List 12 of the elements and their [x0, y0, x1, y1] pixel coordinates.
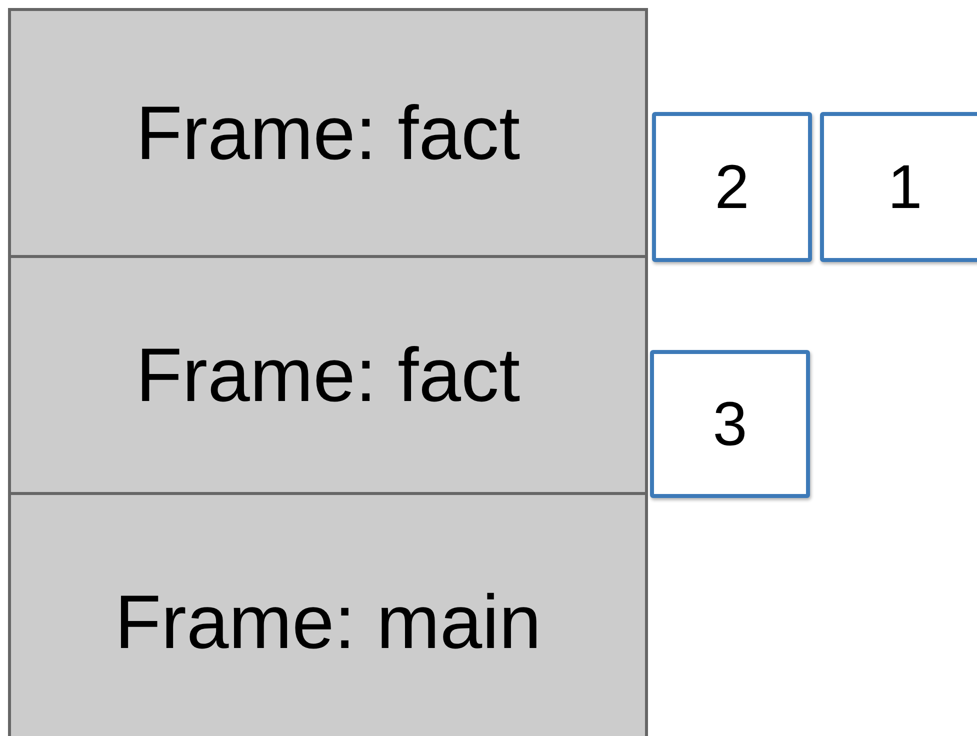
value-box: [820, 112, 977, 262]
stack-frame: [8, 492, 648, 736]
frame-label: Frame: fact: [136, 332, 520, 418]
value-label: 1: [888, 152, 922, 222]
value-label: 3: [712, 388, 748, 460]
frame-label: Frame: fact: [136, 90, 520, 176]
value-label: 2: [714, 152, 750, 222]
value-box: [650, 350, 810, 498]
frame-label: Frame: main: [114, 578, 542, 666]
stack-frame: [8, 8, 648, 258]
value-box: [652, 112, 812, 262]
stack-frame: [8, 255, 648, 495]
